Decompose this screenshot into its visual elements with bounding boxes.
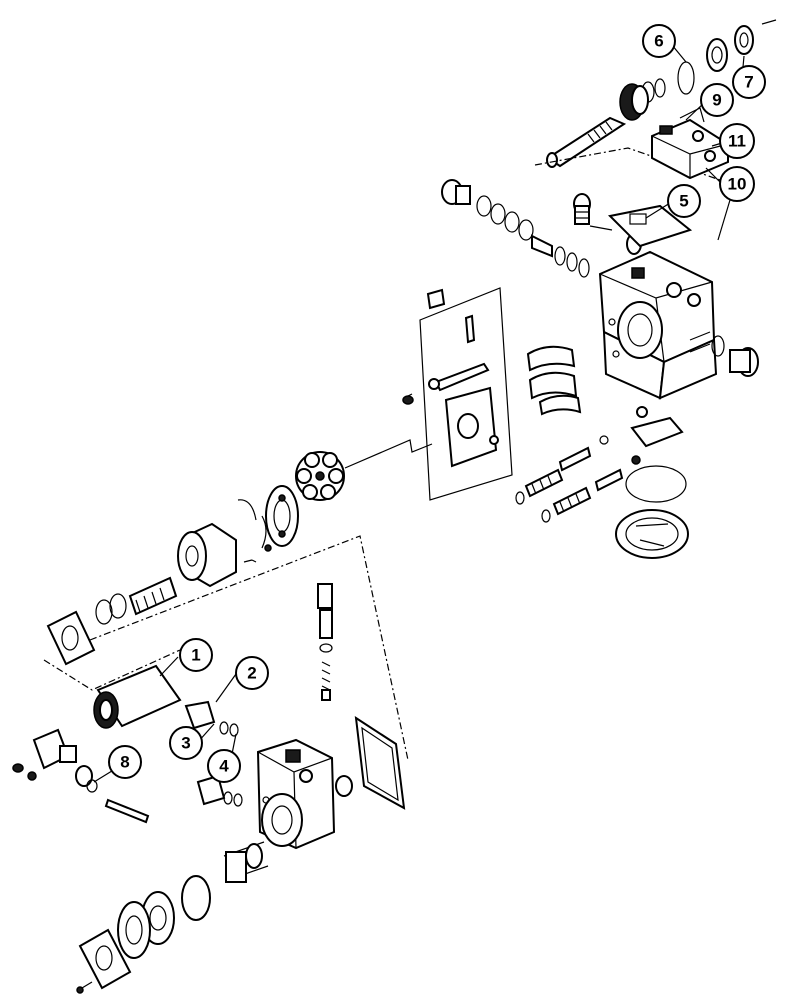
main-housing	[598, 250, 718, 400]
callout-11: 11	[719, 123, 755, 159]
callout-8: 8	[108, 745, 142, 779]
callout-7: 7	[732, 65, 766, 99]
callout-6: 6	[642, 24, 676, 58]
swashplate-box	[402, 287, 513, 501]
snap-rings	[237, 499, 272, 552]
cylinder-block	[177, 522, 257, 588]
callout-5: 5	[667, 184, 701, 218]
valve-and-gasket	[573, 193, 693, 255]
bottom-cover	[615, 465, 689, 559]
end-plate	[46, 610, 96, 666]
svg-text:10: 10	[728, 175, 747, 194]
svg-text:1: 1	[191, 646, 200, 665]
svg-text:7: 7	[744, 73, 753, 92]
svg-text:4: 4	[219, 757, 229, 776]
swashplate-bearings	[526, 345, 582, 416]
svg-text:9: 9	[712, 91, 721, 110]
svg-text:5: 5	[679, 192, 688, 211]
callout-4: 4	[207, 749, 241, 783]
retainer-plate	[265, 485, 299, 547]
relief-cartridges	[184, 700, 243, 807]
valve-stack	[317, 583, 333, 701]
filter-housing	[12, 728, 98, 793]
spring-pack	[95, 576, 178, 625]
alignment-line-3	[89, 535, 409, 761]
shaft-assembly	[546, 19, 777, 168]
alignment-line-2	[43, 649, 181, 691]
callout-3: 3	[169, 726, 203, 760]
alignment-line	[534, 147, 721, 181]
pistons	[295, 451, 345, 501]
gasket	[335, 715, 406, 810]
svg-text:6: 6	[654, 32, 663, 51]
svg-text:3: 3	[181, 734, 190, 753]
pin	[104, 798, 150, 824]
fitting-string	[441, 179, 590, 278]
callout-2: 2	[235, 656, 269, 690]
control-cover	[651, 107, 729, 180]
side-port-fitting	[711, 335, 759, 377]
callout-9: 9	[700, 83, 734, 117]
svg-text:2: 2	[247, 664, 256, 683]
svg-text:8: 8	[120, 753, 129, 772]
front-housing	[256, 738, 336, 850]
connector-line	[344, 439, 433, 469]
control-springs	[515, 435, 624, 523]
front-bearing-stack	[76, 841, 269, 994]
callout-1: 1	[179, 638, 213, 672]
feedback-link	[630, 406, 684, 465]
callout-10: 10	[719, 166, 755, 202]
filter-element	[93, 664, 182, 729]
svg-text:11: 11	[728, 132, 746, 151]
